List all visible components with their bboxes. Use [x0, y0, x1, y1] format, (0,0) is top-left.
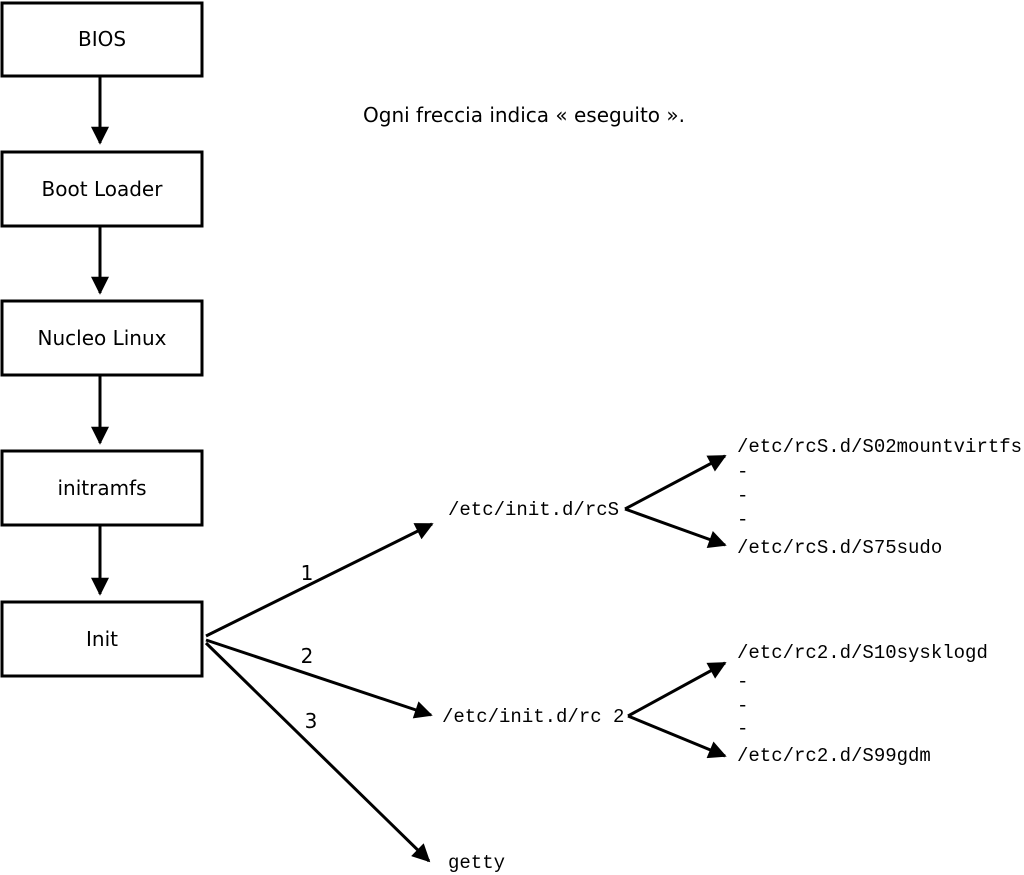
branch-target-getty: getty	[448, 852, 505, 874]
arrow-rcs-to-first-script-icon	[624, 454, 727, 511]
box-kernel-label: Nucleo Linux	[38, 326, 167, 350]
arrow-init-to-getty-icon	[204, 641, 431, 863]
box-boot-loader-label: Boot Loader	[42, 177, 164, 201]
arrow-rcs-to-last-script-icon	[624, 507, 727, 548]
rcs-script-entry: /etc/rcS.d/S75sudo	[737, 537, 942, 559]
rc2-script-entry: /etc/rc2.d/S99gdm	[737, 745, 931, 767]
box-init: Init	[0, 600, 204, 678]
rc2-script-list: /etc/rc2.d/S10sysklogd - - - /etc/rc2.d/…	[737, 642, 988, 767]
branch-number-2: 2	[301, 644, 314, 668]
box-initramfs: initramfs	[0, 449, 204, 527]
rcs-script-entry: -	[737, 461, 748, 483]
rcs-script-entry: -	[737, 509, 748, 531]
box-init-label: Init	[86, 627, 118, 651]
box-bios-label: BIOS	[78, 27, 126, 51]
diagram-caption: Ogni freccia indica « eseguito ».	[363, 103, 685, 127]
box-boot-loader: Boot Loader	[0, 150, 204, 228]
box-bios-frame	[0, 1, 204, 78]
box-kernel: Nucleo Linux	[0, 299, 204, 377]
rc2-script-entry: -	[737, 671, 748, 693]
branch-number-1: 1	[301, 561, 314, 585]
branch-target-rc2: /etc/init.d/rc 2	[442, 706, 624, 728]
arrow-init-to-rcs-icon	[205, 522, 434, 638]
branch-target-rcs: /etc/init.d/rcS	[448, 499, 619, 521]
rc2-script-entry: -	[737, 718, 748, 740]
box-bios: BIOS	[0, 1, 204, 78]
rcs-script-entry: -	[737, 485, 748, 507]
arrow-rc2-to-last-script-icon	[627, 714, 727, 759]
box-kernel-frame	[0, 299, 204, 377]
box-init-frame	[0, 600, 204, 678]
box-initramfs-label: initramfs	[57, 476, 146, 500]
rcs-script-entry: /etc/rcS.d/S02mountvirtfs	[737, 436, 1022, 458]
box-boot-loader-frame	[0, 150, 204, 228]
arrow-rc2-to-first-script-icon	[627, 661, 727, 718]
branch-number-3: 3	[305, 709, 318, 733]
rcs-script-list: /etc/rcS.d/S02mountvirtfs - - - /etc/rcS…	[737, 436, 1022, 559]
arrow-init-to-rc2-icon	[205, 638, 433, 719]
box-initramfs-frame	[0, 449, 204, 527]
rc2-script-entry: -	[737, 695, 748, 717]
rc2-script-entry: /etc/rc2.d/S10sysklogd	[737, 642, 988, 664]
